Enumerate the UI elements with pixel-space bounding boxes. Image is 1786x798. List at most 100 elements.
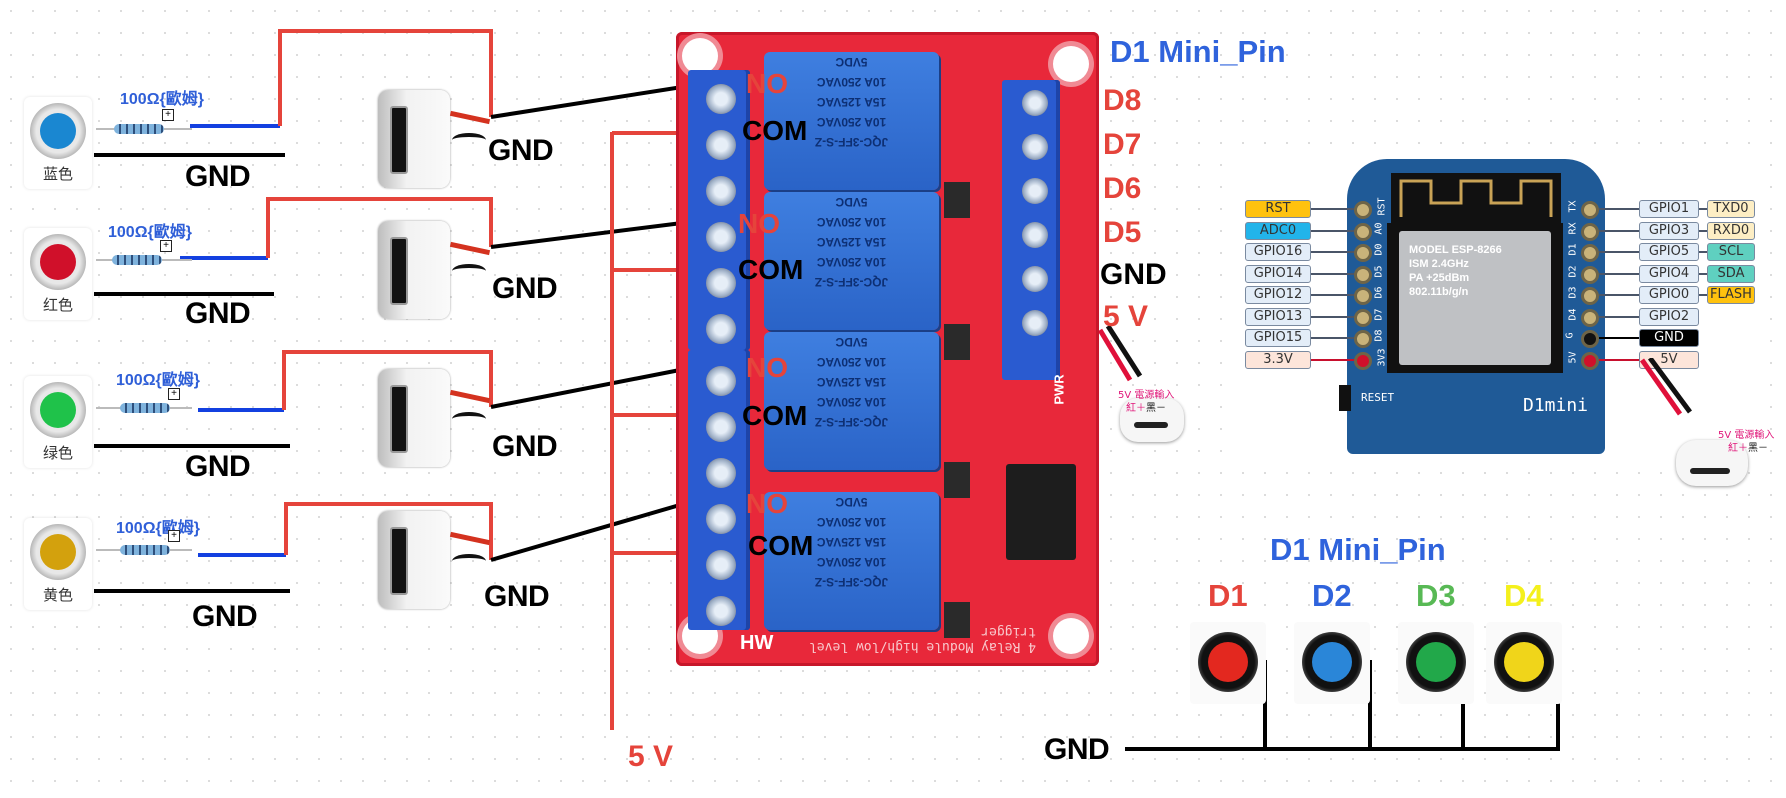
pin-silk-label: 3V3 — [1376, 347, 1388, 367]
led-color-label: 黄色 — [42, 586, 73, 604]
pin-lead — [1311, 315, 1355, 318]
transistor — [944, 324, 970, 360]
mount-hole — [1053, 618, 1089, 654]
pin-silk-label: D2 — [1567, 264, 1579, 278]
pin-silk-label: G — [1564, 332, 1576, 339]
terminal-screw — [1022, 178, 1048, 204]
pin-pad — [1581, 222, 1599, 241]
pin-pad — [1354, 308, 1372, 327]
relay-coil: 5VDC — [835, 55, 868, 69]
terminal-screw — [706, 268, 736, 298]
input-pin-label: GND — [1100, 258, 1167, 291]
pin-pad — [1354, 265, 1372, 284]
relay-rating2: 15A 125VAC — [816, 95, 887, 109]
button-pin-label: D3 — [1416, 578, 1456, 613]
socket-gnd-label: GND — [492, 272, 558, 305]
push-button[interactable] — [1486, 622, 1562, 704]
pin-lead — [1699, 229, 1707, 232]
pin-lead — [1311, 272, 1355, 275]
power-label-line1: 5V 電源輸入 — [1718, 430, 1775, 441]
relay-com-label: COM — [742, 115, 808, 146]
red-wire — [266, 197, 493, 258]
led-color-label: 蓝色 — [42, 165, 73, 183]
resistor-label: 100Ω{歐姆} — [116, 520, 200, 537]
d1mini-pin-title: D1 Mini_Pin — [1110, 34, 1286, 69]
led-lens — [40, 392, 76, 428]
relay-rating3: 10A 250VAC — [816, 75, 887, 89]
pin-pad — [1581, 287, 1599, 305]
push-button[interactable] — [1190, 622, 1266, 704]
power-label-line1: 5V 電源輸入 — [1118, 390, 1175, 401]
power-label-red: 紅＋ — [1728, 443, 1748, 454]
relay-no-label: NO — [746, 68, 788, 99]
terminal-screw — [706, 130, 736, 160]
relay-no-label: NO — [746, 352, 788, 383]
pin-lead — [1599, 337, 1639, 339]
terminal-screw — [1022, 134, 1048, 160]
plus-icon: + — [168, 530, 180, 542]
resistor — [112, 255, 162, 265]
pin-function-label: ADC0 — [1245, 221, 1311, 240]
terminal-screw — [706, 550, 736, 580]
button-pin-label: D4 — [1504, 578, 1544, 613]
pin-function-label: GPIO14 — [1245, 264, 1311, 283]
resistor-label: 100Ω{歐姆} — [120, 91, 204, 108]
pin-pad — [1354, 222, 1372, 241]
pin-alt-label: FLASH — [1707, 286, 1755, 304]
relay-coil: 5VDC — [835, 335, 868, 349]
push-button[interactable] — [1294, 622, 1370, 704]
led-gnd-label: GND — [185, 450, 251, 483]
pin-pad — [1581, 265, 1599, 284]
button-pin-label: D1 — [1208, 578, 1248, 613]
reset-button[interactable] — [1339, 385, 1351, 411]
pin-lead — [1599, 315, 1639, 318]
terminal-screw — [706, 412, 736, 442]
relay-rating3: 10A 250VAC — [816, 355, 887, 369]
pin-lead — [1311, 229, 1355, 232]
resistor — [120, 545, 170, 555]
pin-pad — [1581, 330, 1599, 348]
terminal-screw — [706, 84, 736, 114]
board-label: D1mini — [1523, 395, 1589, 416]
pin-silk-label: D1 — [1567, 243, 1579, 256]
relay-coil: 5VDC — [835, 195, 868, 209]
pin-function-label: RST — [1245, 200, 1311, 218]
pin-function-label: 3.3V — [1245, 350, 1311, 369]
relay-no-label: NO — [738, 208, 780, 239]
relay-rating3: 10A 250VAC — [816, 515, 887, 529]
pin-alt-label: SDA — [1707, 264, 1755, 283]
plus-icon: + — [162, 109, 174, 121]
led-lens — [40, 244, 76, 280]
socket-gnd-label: GND — [488, 134, 554, 167]
plus-icon: + — [168, 388, 180, 400]
pin-lead — [1311, 337, 1355, 339]
terminal-screw — [706, 504, 736, 534]
led-row-4-wires — [94, 500, 691, 593]
pin-pad — [1581, 351, 1599, 370]
pin-silk-label: TX — [1567, 200, 1579, 213]
pin-gpio-label: GND — [1639, 329, 1699, 347]
socket-slot — [390, 385, 408, 453]
buttons-title: D1 Mini_Pin — [1270, 532, 1446, 567]
terminal-screw — [706, 176, 736, 206]
mount-hole — [682, 38, 718, 74]
led-row-3-wires — [94, 350, 691, 448]
pin-function-label: GPIO13 — [1245, 307, 1311, 326]
push-connector-socket — [378, 369, 450, 467]
led-lens — [40, 534, 76, 570]
led-color-label: 红色 — [42, 296, 73, 314]
pin-lead — [1311, 294, 1355, 296]
d1mini-power-connector: 5V 電源輸入 紅＋黑－ — [1672, 410, 1775, 494]
relay-no-label: NO — [746, 488, 788, 519]
push-button[interactable] — [1398, 622, 1474, 704]
socket-slot — [390, 527, 408, 595]
resistor — [114, 124, 164, 134]
antenna-trace-icon — [1399, 179, 1553, 217]
jumper-header[interactable] — [1006, 464, 1076, 560]
pin-silk-label: D7 — [1373, 307, 1385, 321]
resistor-label: 100Ω{歐姆} — [116, 372, 200, 389]
module-text-line: ISM 2.4GHz — [1409, 258, 1469, 270]
silk-brand: HW — [740, 632, 774, 654]
